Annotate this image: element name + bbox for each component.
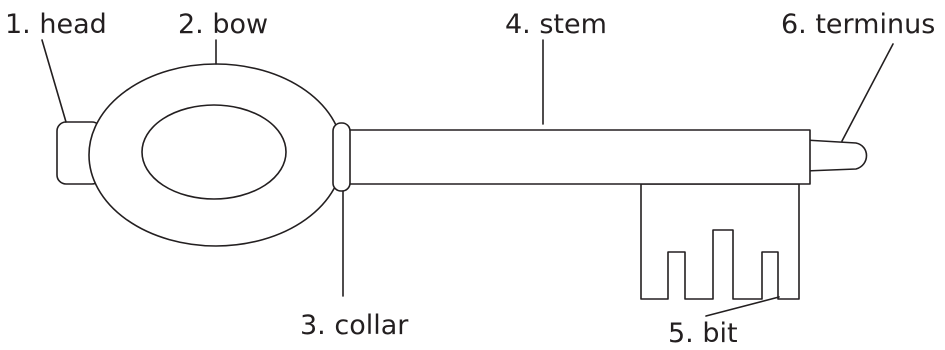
bow-label: 2. bow <box>178 9 268 40</box>
key-collar <box>332 122 351 192</box>
key-bit <box>640 183 800 300</box>
key-bow-hole <box>141 104 287 200</box>
collar-label: 3. collar <box>300 310 409 341</box>
key-terminus <box>804 139 868 172</box>
bit-leader-line <box>705 296 780 317</box>
terminus-label: 6. terminus <box>781 9 935 40</box>
bit-label: 5. bit <box>668 318 738 349</box>
head-label: 1. head <box>5 9 107 40</box>
stem-label: 4. stem <box>505 9 607 40</box>
terminus-leader-line <box>841 43 894 142</box>
head-leader-line <box>41 39 67 123</box>
key-stem <box>344 129 811 185</box>
